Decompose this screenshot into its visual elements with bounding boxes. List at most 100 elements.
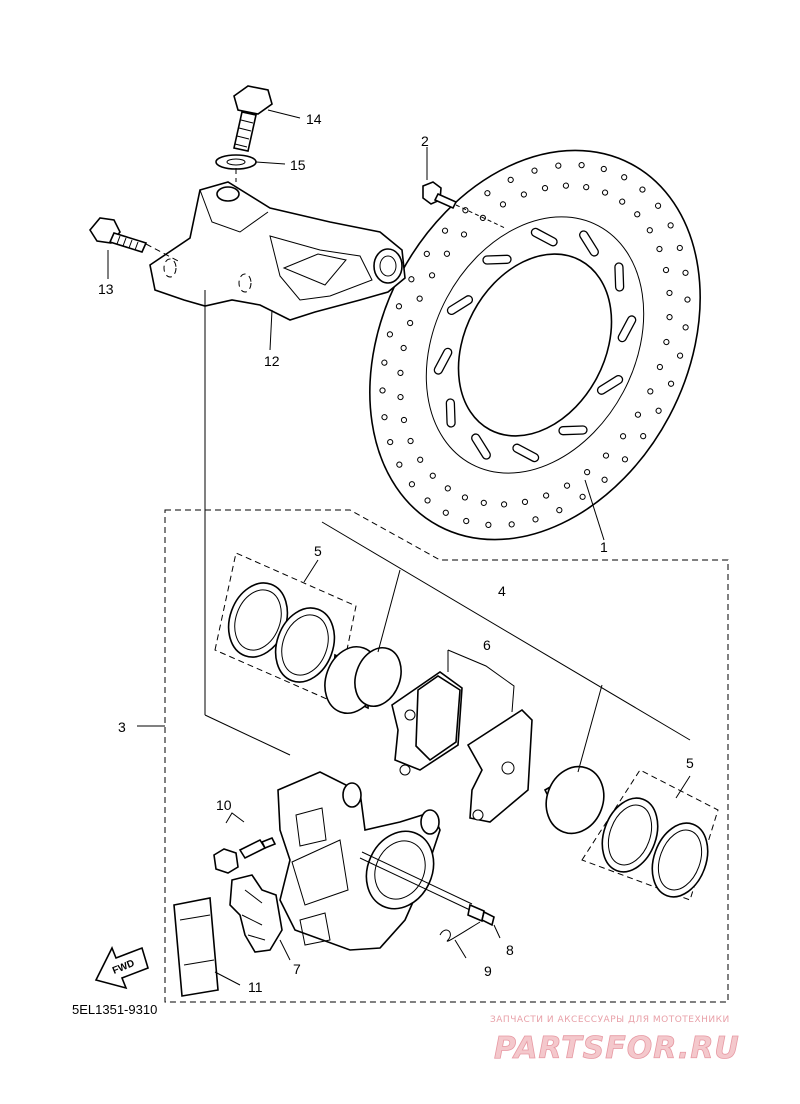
- disc-drill-hole: [500, 501, 508, 508]
- disc-drill-hole: [400, 416, 408, 424]
- disc-drill-hole: [508, 521, 515, 528]
- disc-drill-hole: [584, 469, 591, 476]
- disc-drill-hole: [379, 387, 386, 394]
- disc-drill-hole: [646, 227, 653, 234]
- disc-drill-hole: [499, 201, 507, 208]
- disc-drill-hole: [424, 497, 431, 504]
- disc-drill-hole: [460, 231, 468, 238]
- fwd-arrow-icon: FWD: [94, 946, 149, 990]
- bracket-mount-axis-diag: [204, 714, 291, 756]
- piston-left: [324, 646, 402, 714]
- disc-drill-hole: [397, 369, 404, 376]
- disc-slot: [558, 425, 588, 436]
- pad-shim: [173, 897, 219, 997]
- part-label-8: 8: [506, 942, 514, 958]
- disc-drill-hole: [408, 481, 416, 488]
- disc-drill-hole: [634, 411, 642, 418]
- disc-drill-hole: [441, 227, 449, 234]
- disc-drill-hole: [655, 407, 662, 414]
- disc-drill-hole: [555, 162, 562, 169]
- disc-drill-hole: [621, 456, 629, 463]
- disc-drill-hole: [381, 414, 388, 421]
- disc-drill-hole: [507, 176, 514, 183]
- pad-pin: [359, 851, 495, 927]
- caliper-assembly-boundary: [164, 509, 729, 1003]
- part-label-3: 3: [118, 719, 126, 735]
- disc-drill-hole: [667, 222, 674, 229]
- disc-drill-holes: [379, 162, 691, 528]
- disc-slots: [433, 227, 637, 463]
- disc-drill-hole: [656, 245, 663, 253]
- seal-kit-group-left: [214, 552, 357, 704]
- part-label-12: 12: [264, 353, 280, 369]
- disc-drill-hole: [387, 438, 394, 446]
- disc-slot: [512, 443, 540, 463]
- disc-drill-hole: [444, 485, 451, 492]
- disc-drill-hole: [408, 276, 415, 283]
- disc-slot: [433, 347, 453, 375]
- disc-slot: [530, 227, 558, 247]
- seal-rings-right: [601, 797, 709, 898]
- disc-drill-hole: [396, 461, 403, 468]
- washer-15: [215, 154, 257, 170]
- bleed-screw: [213, 836, 277, 874]
- disc-drill-hole: [684, 296, 691, 303]
- pad-pin-clip: [439, 921, 481, 942]
- disc-drill-hole: [634, 211, 641, 218]
- disc-drill-hole: [662, 266, 670, 274]
- disc-drill-hole: [556, 507, 563, 514]
- disc-drill-hole: [601, 189, 609, 196]
- disc-drill-hole: [676, 352, 684, 359]
- part-label-1: 1: [600, 539, 608, 555]
- disc-drill-hole: [602, 452, 610, 459]
- disc-drill-hole: [423, 250, 430, 257]
- disc-drill-hole: [461, 494, 469, 501]
- bolt-13-axis: [145, 243, 181, 263]
- disc-slot: [617, 315, 637, 343]
- part-label-14: 14: [306, 111, 322, 127]
- disc-drill-hole: [621, 174, 628, 181]
- disc-drill-hole: [400, 344, 407, 352]
- watermark-brand: PARTSFOR.RU: [494, 1031, 740, 1066]
- disc-screw: [422, 181, 506, 229]
- part-label-9: 9: [484, 963, 492, 979]
- disc-drill-hole: [600, 165, 607, 173]
- disc-drill-hole: [485, 521, 492, 528]
- disc-drill-hole: [579, 493, 586, 500]
- disc-drill-hole: [407, 437, 414, 445]
- part-label-15: 15: [290, 157, 306, 173]
- part-label-10: 10: [216, 797, 232, 813]
- disc-drill-hole: [416, 295, 423, 302]
- seal-kit-group-right: [581, 769, 719, 901]
- disc-drill-hole: [543, 492, 550, 499]
- disc-drill-hole: [541, 185, 549, 192]
- bracket-bolt-13: [89, 217, 148, 253]
- disc-drill-hole: [601, 476, 608, 483]
- disc-drill-hole: [484, 190, 491, 197]
- disc-drill-hole: [397, 393, 404, 401]
- disc-drill-hole: [640, 433, 647, 440]
- pad-spring: [229, 874, 283, 953]
- disc-drill-hole: [619, 198, 626, 205]
- seal-rings-left: [227, 582, 336, 683]
- disc-drill-hole: [647, 388, 654, 395]
- bracket-bolt-14: [233, 85, 273, 152]
- disc-slot: [446, 295, 474, 316]
- disc-drill-hole: [682, 269, 689, 276]
- disc-drill-hole: [395, 303, 403, 310]
- disc-drill-hole: [583, 184, 590, 191]
- part-label-13: 13: [98, 281, 114, 297]
- piston-right: [543, 765, 605, 835]
- disc-slot: [445, 398, 456, 428]
- part-label-6: 6: [483, 637, 491, 653]
- brake-pad-right: [466, 708, 533, 823]
- part-label-5-right: 5: [686, 755, 694, 771]
- disc-drill-hole: [463, 517, 470, 525]
- disc-slot: [596, 374, 624, 395]
- brake-disc: [369, 149, 701, 541]
- disc-drill-hole: [619, 433, 627, 440]
- disc-drill-hole: [386, 331, 394, 338]
- disc-drill-hole: [443, 250, 451, 257]
- caliper-bracket: [149, 181, 406, 321]
- disc-drill-hole: [663, 338, 670, 346]
